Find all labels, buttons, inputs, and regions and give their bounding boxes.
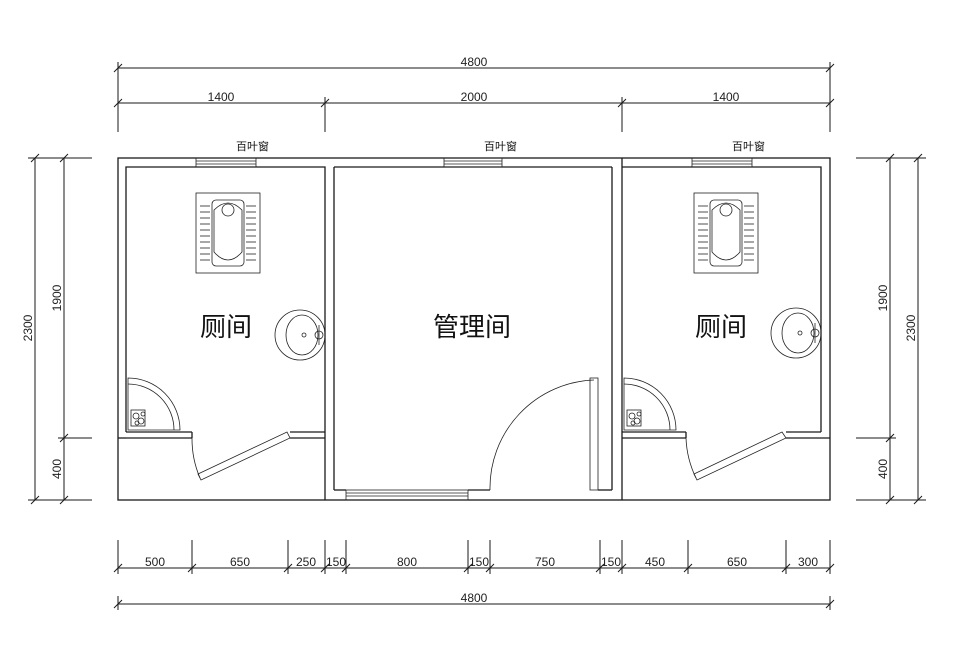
top-total-dimension: 4800	[461, 55, 488, 69]
bottom-dimension-10: 650	[727, 555, 747, 569]
bottom-total-dimension: 4800	[461, 591, 488, 605]
bottom-dimension-8: 150	[601, 555, 621, 569]
wash-basin-right-icon	[770, 307, 822, 359]
top-right-dimension: 1400	[713, 90, 740, 104]
room-label-right: 厕间	[695, 313, 747, 343]
squat-toilet-right-icon	[693, 192, 759, 274]
bottom-dimension-9: 450	[645, 555, 665, 569]
right-dimensions: 1900 400 2300	[856, 153, 926, 505]
left-total-dimension: 2300	[21, 314, 35, 341]
bottom-dimension-2: 650	[230, 555, 250, 569]
left-dimensions: 2300 1900 400	[21, 153, 92, 505]
door-right	[685, 431, 787, 481]
door-center	[489, 377, 599, 491]
bottom-dimension-5: 800	[397, 555, 417, 569]
window-right-label: 百叶窗	[732, 139, 765, 153]
bottom-dimension-1: 500	[145, 555, 165, 569]
bottom-dimensions: 500 650 250 150 800 150 750 150 450 650 …	[113, 540, 835, 610]
left-lower-dimension: 400	[50, 459, 64, 479]
window-left: 百叶窗	[195, 139, 269, 168]
right-upper-dimension: 1900	[876, 284, 890, 311]
top-left-dimension: 1400	[208, 90, 235, 104]
room-label-center: 管理间	[433, 313, 511, 343]
corner-sink-right-icon	[623, 377, 677, 431]
right-lower-dimension: 400	[876, 459, 890, 479]
squat-toilet-left-icon	[195, 192, 261, 274]
top-dimensions: 4800 1400 2000 1400	[113, 55, 835, 132]
window-center: 百叶窗	[443, 139, 517, 168]
bottom-dimension-3: 250	[296, 555, 316, 569]
right-total-dimension: 2300	[904, 314, 918, 341]
walls	[117, 157, 831, 501]
window-center-label: 百叶窗	[484, 139, 517, 153]
corner-sink-left-icon	[127, 377, 181, 431]
window-left-label: 百叶窗	[236, 139, 269, 153]
door-left	[191, 431, 291, 481]
bottom-dimension-4: 150	[326, 555, 346, 569]
bottom-dimension-6: 150	[469, 555, 489, 569]
window-center-bottom	[345, 489, 469, 501]
top-center-dimension: 2000	[461, 90, 488, 104]
wash-basin-left-icon	[274, 309, 326, 361]
window-right: 百叶窗	[691, 139, 765, 168]
bottom-dimension-11: 300	[798, 555, 818, 569]
room-label-left: 厕间	[200, 313, 252, 343]
bottom-dimension-7: 750	[535, 555, 555, 569]
left-upper-dimension: 1900	[50, 284, 64, 311]
